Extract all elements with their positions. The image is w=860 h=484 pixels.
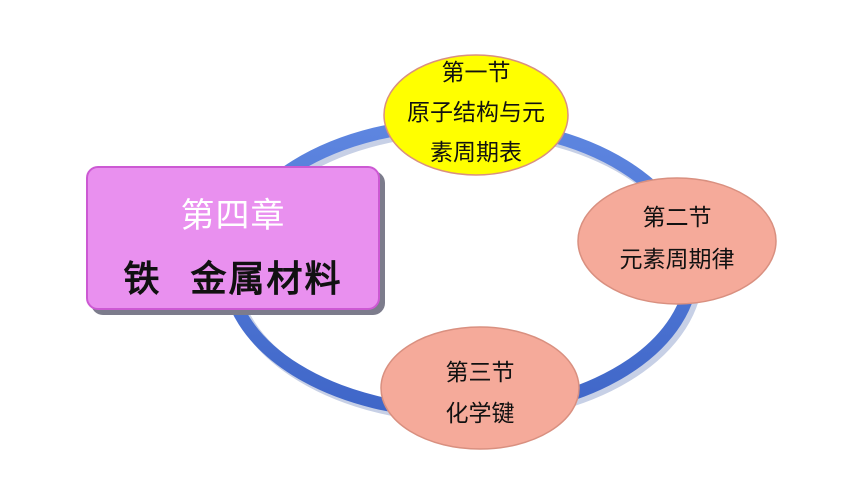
section-1-heading: 第一节 xyxy=(442,60,511,86)
section-node-3[interactable]: 第三节 化学键 xyxy=(380,326,580,450)
section-1-line-2: 素周期表 xyxy=(430,140,522,166)
section-1-line-1: 原子结构与元 xyxy=(407,100,545,126)
section-1-ellipse xyxy=(383,54,569,176)
section-2-ellipse xyxy=(577,177,777,305)
section-3-heading: 第三节 xyxy=(446,360,515,386)
chapter-number: 第四章 xyxy=(180,196,286,236)
chapter-title: 铁 金属材料 xyxy=(123,259,343,300)
section-node-1[interactable]: 第一节 原子结构与元 素周期表 xyxy=(383,54,569,176)
section-2-line-1: 元素周期律 xyxy=(620,247,735,273)
section-node-2[interactable]: 第二节 元素周期律 xyxy=(577,177,777,305)
section-3-ellipse xyxy=(380,326,580,450)
section-2-heading: 第二节 xyxy=(643,205,712,231)
section-3-line-1: 化学键 xyxy=(446,401,515,427)
chapter-box[interactable]: 第四章 铁 金属材料 xyxy=(86,166,380,310)
